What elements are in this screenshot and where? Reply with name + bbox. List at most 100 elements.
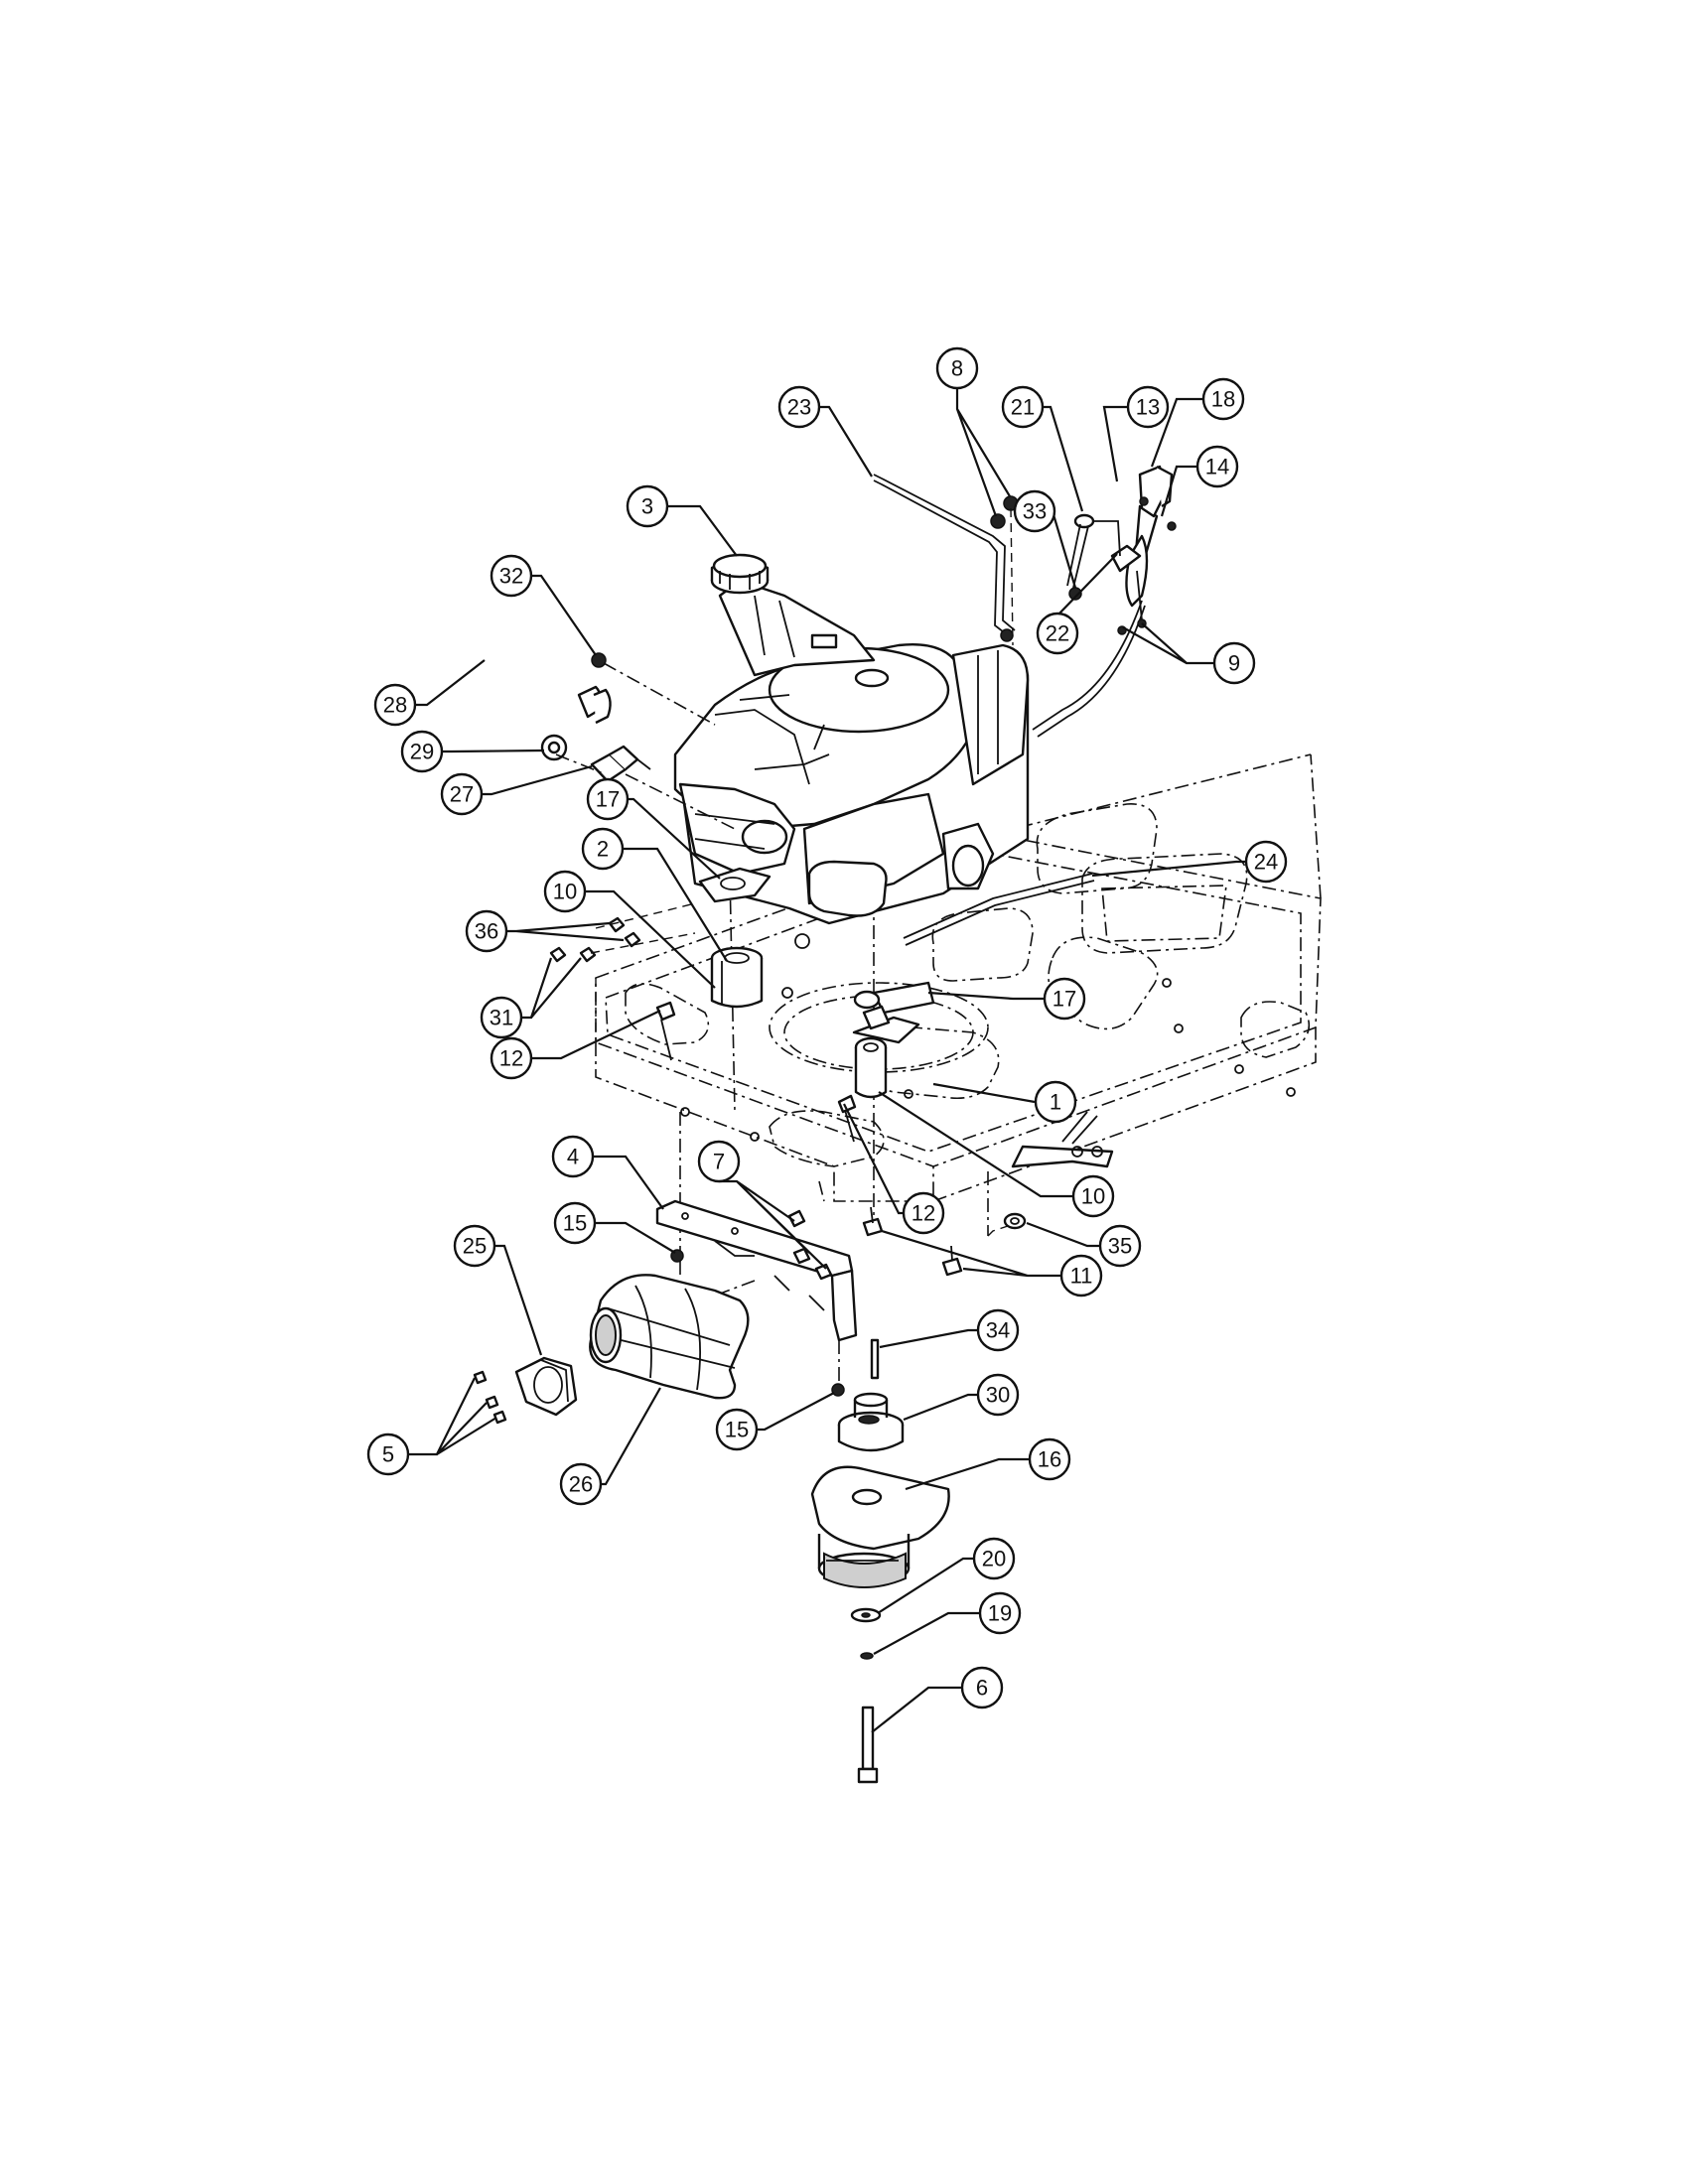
assembly-line-35 [987,1225,1009,1237]
mount-bolts-12 [655,1001,857,1143]
callout-20: 20 [972,1537,1016,1580]
callout-33: 33 [1013,489,1056,533]
svg-text:28: 28 [383,693,407,718]
svg-text:10: 10 [1081,1184,1105,1209]
svg-text:30: 30 [986,1383,1010,1408]
svg-text:8: 8 [951,356,963,381]
svg-text:14: 14 [1205,455,1229,479]
bolts-36 [608,916,641,948]
callout-15b: 15 [715,1408,759,1451]
callout-28: 28 [373,683,417,727]
throttle-rod [873,474,1016,636]
svg-text:24: 24 [1254,850,1278,875]
callout-2: 2 [581,827,625,871]
svg-text:11: 11 [1070,1264,1093,1289]
pivot-pin [1066,513,1095,589]
svg-text:31: 31 [490,1006,513,1030]
callout-17b: 17 [1043,977,1086,1021]
svg-text:27: 27 [450,782,474,807]
callout-3: 3 [626,484,669,528]
choke-linkage [1090,520,1142,573]
fuel-filter [577,685,612,725]
svg-text:17: 17 [1052,987,1076,1012]
fuel-shutoff-valve [590,745,651,783]
screws-5 [473,1370,507,1425]
fuel-cap [710,553,770,595]
callout-11: 11 [1059,1254,1103,1297]
nut-35 [1003,1212,1027,1230]
callout-34: 34 [976,1308,1020,1352]
muffler [589,1274,750,1400]
throttle-knob [1138,465,1174,518]
key-34 [870,1338,880,1380]
svg-text:1: 1 [1050,1090,1061,1115]
muffler-guard [514,1356,578,1417]
svg-text:18: 18 [1211,387,1235,412]
callout-36: 36 [465,909,508,953]
callout-16: 16 [1028,1437,1071,1481]
callout-31: 31 [480,996,523,1039]
callout-10a: 10 [543,870,587,913]
callout-13: 13 [1126,385,1170,429]
svg-text:35: 35 [1108,1234,1132,1259]
callout-32: 32 [490,554,533,598]
svg-text:20: 20 [982,1547,1006,1571]
engine-bolt-32 [591,652,607,668]
svg-text:12: 12 [499,1046,523,1071]
svg-text:5: 5 [382,1442,394,1467]
callout-24: 24 [1244,840,1288,884]
callout-30: 30 [976,1373,1020,1417]
callout-17a: 17 [586,777,630,821]
linkage-nuts [990,495,1177,646]
assembly-line-36 [590,902,696,954]
spacer-left [710,946,764,1009]
callout-29: 29 [400,730,444,773]
callout-21: 21 [1001,385,1045,429]
spacer-right [854,1036,888,1099]
callout-25: 25 [453,1224,496,1268]
callout-8: 8 [935,346,979,390]
svg-text:34: 34 [986,1318,1010,1343]
callout-7: 7 [697,1140,741,1183]
callout-12a: 12 [490,1036,533,1080]
fuel-tank [718,579,876,677]
callout-10b: 10 [1071,1174,1115,1218]
svg-text:26: 26 [569,1472,593,1497]
pto-clutch [810,1465,950,1588]
callout-19: 19 [978,1591,1022,1635]
callout-4: 4 [551,1135,595,1178]
throttle-cable [1032,600,1146,738]
svg-text:17: 17 [596,787,620,812]
callout-15a: 15 [553,1201,597,1245]
svg-text:15: 15 [725,1418,749,1442]
svg-text:19: 19 [988,1601,1012,1626]
svg-text:9: 9 [1228,651,1240,676]
callout-6: 6 [960,1666,1004,1709]
callout-5: 5 [366,1433,410,1476]
choke-rod [903,873,1093,939]
callout-22: 22 [1036,612,1079,655]
lift-bracket [862,1005,891,1030]
lockwasher-19 [860,1652,874,1660]
callout-27: 27 [440,772,484,816]
svg-text:21: 21 [1011,395,1035,420]
callout-1: 1 [1034,1080,1077,1124]
svg-text:3: 3 [641,494,653,519]
svg-text:4: 4 [567,1145,579,1169]
svg-text:10: 10 [553,880,577,904]
svg-text:6: 6 [976,1676,988,1701]
svg-text:25: 25 [463,1234,487,1259]
callout-18: 18 [1201,377,1245,421]
bolt-6 [857,1706,879,1784]
svg-text:22: 22 [1046,621,1069,646]
callout-14: 14 [1195,445,1239,488]
assembly-line-15 [679,1261,840,1385]
callout-9: 9 [1212,641,1256,685]
hose-clamp [540,734,568,761]
svg-text:32: 32 [499,564,523,589]
svg-text:15: 15 [563,1211,587,1236]
callout-35: 35 [1098,1224,1142,1268]
svg-text:29: 29 [410,740,434,764]
bolts-11 [862,1206,963,1277]
